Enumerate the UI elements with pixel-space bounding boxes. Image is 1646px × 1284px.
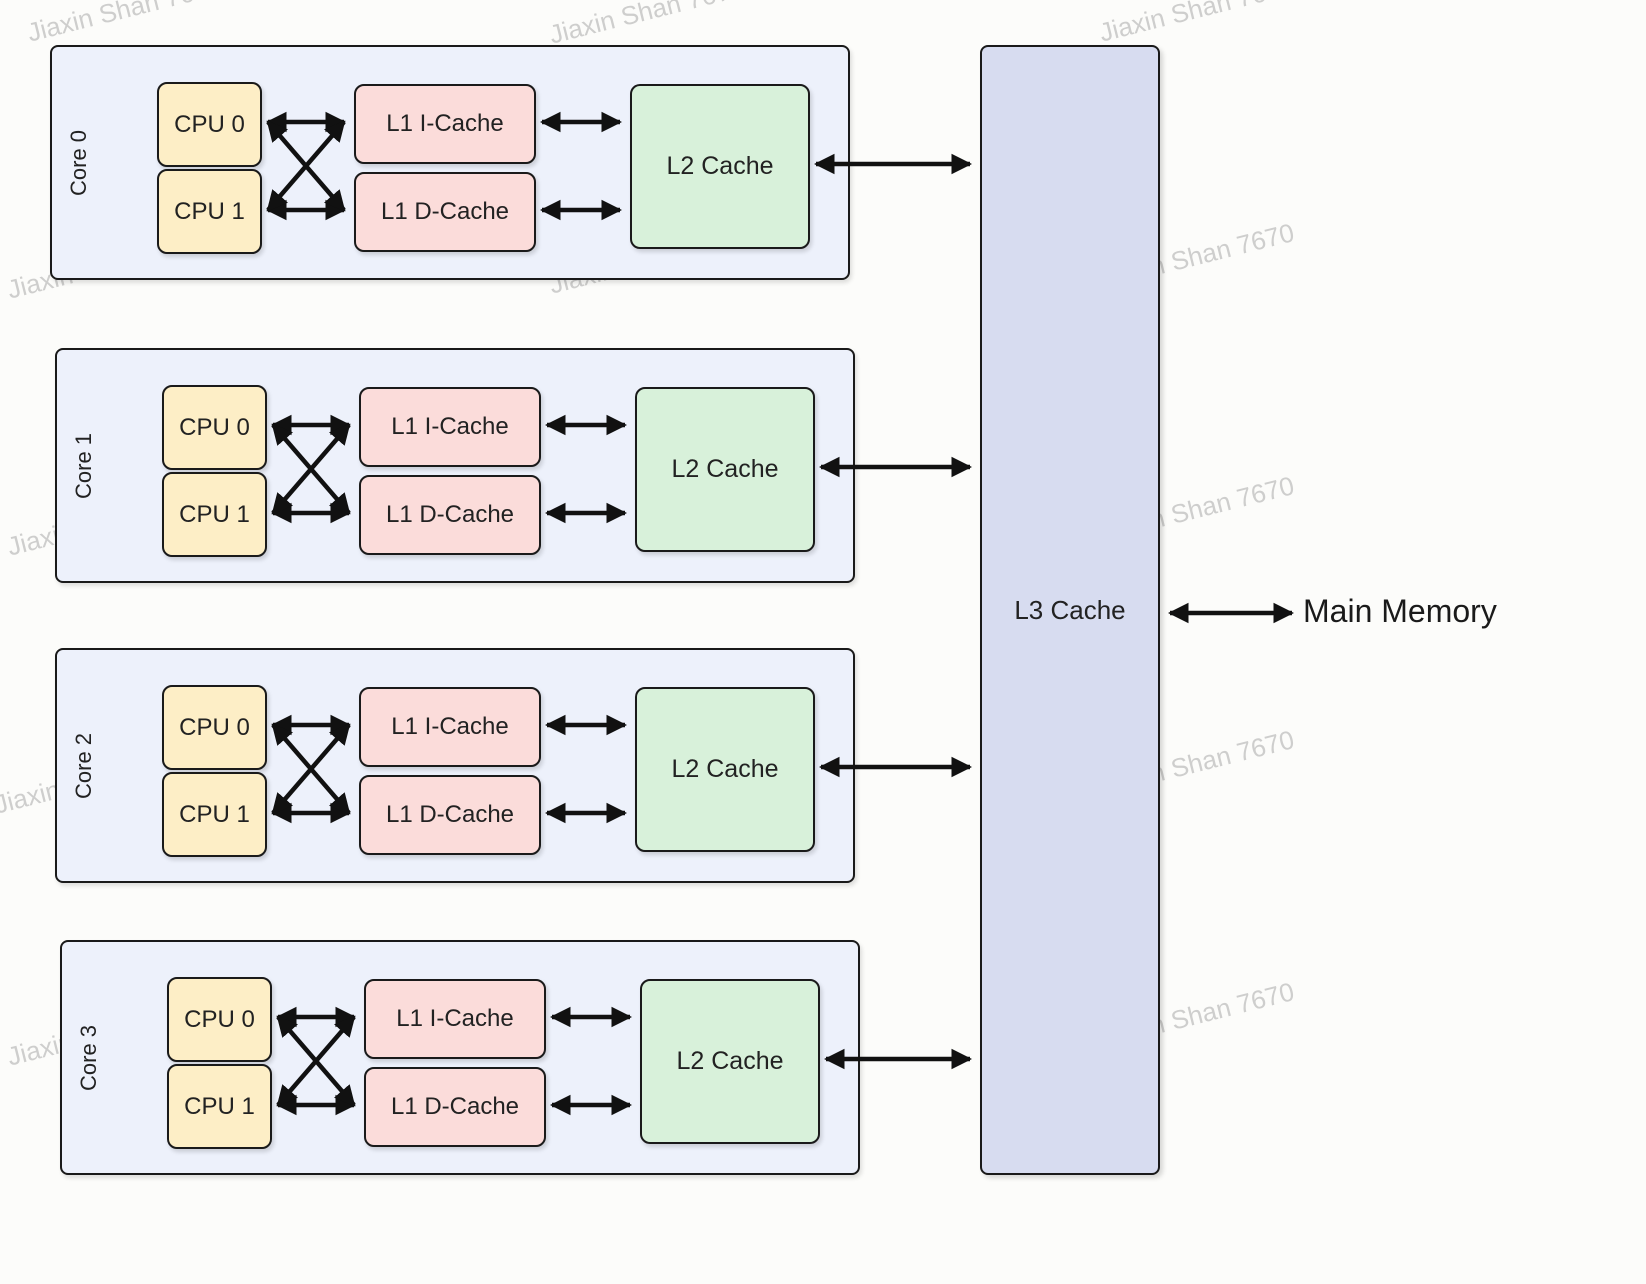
core-0-l1-dcache: L1 D-Cache bbox=[354, 172, 536, 252]
core-2-label: Core 2 bbox=[71, 732, 96, 799]
core-2-l1-dcache: L1 D-Cache bbox=[359, 775, 541, 855]
core-3-l1-icache: L1 I-Cache bbox=[364, 979, 546, 1059]
core-2-cpu-1: CPU 1 bbox=[162, 772, 267, 857]
core-1-label: Core 1 bbox=[71, 432, 96, 499]
core-1-l1-icache: L1 I-Cache bbox=[359, 387, 541, 467]
core-0-l2-cache: L2 Cache bbox=[630, 84, 810, 249]
main-memory-label: Main Memory bbox=[1303, 593, 1497, 630]
core-1-l1-dcache: L1 D-Cache bbox=[359, 475, 541, 555]
watermark: Jiaxin Shan 7670 bbox=[546, 0, 748, 50]
core-1-l2-cache: L2 Cache bbox=[635, 387, 815, 552]
l3-cache-box: L3 Cache bbox=[980, 45, 1160, 1175]
core-0-label: Core 0 bbox=[66, 129, 91, 196]
core-3-label: Core 3 bbox=[76, 1024, 101, 1091]
core-0-l1-icache: L1 I-Cache bbox=[354, 84, 536, 164]
watermark: Jiaxin Shan 7670 bbox=[1096, 0, 1298, 48]
core-0-cpu-0: CPU 0 bbox=[157, 82, 262, 167]
l3-cache-label: L3 Cache bbox=[1014, 594, 1126, 625]
core-3-cpu-0: CPU 0 bbox=[167, 977, 272, 1062]
core-3-l1-dcache: L1 D-Cache bbox=[364, 1067, 546, 1147]
core-3-box: Core 3 CPU 0 CPU 1 L1 I-Cache L1 D-Cache… bbox=[60, 940, 860, 1175]
core-1-cpu-0: CPU 0 bbox=[162, 385, 267, 470]
core-3-cpu-1: CPU 1 bbox=[167, 1064, 272, 1149]
core-2-l2-cache: L2 Cache bbox=[635, 687, 815, 852]
core-1-cpu-1: CPU 1 bbox=[162, 472, 267, 557]
core-0-box: Core 0 CPU 0 CPU 1 L1 I-Cache L1 D-Cache… bbox=[50, 45, 850, 280]
core-2-box: Core 2 CPU 0 CPU 1 L1 I-Cache L1 D-Cache… bbox=[55, 648, 855, 883]
core-3-l2-cache: L2 Cache bbox=[640, 979, 820, 1144]
core-2-l1-icache: L1 I-Cache bbox=[359, 687, 541, 767]
watermark: Jiaxin Shan 7670 bbox=[24, 0, 226, 48]
core-0-cpu-1: CPU 1 bbox=[157, 169, 262, 254]
core-1-box: Core 1 CPU 0 CPU 1 L1 I-Cache L1 D-Cache… bbox=[55, 348, 855, 583]
core-2-cpu-0: CPU 0 bbox=[162, 685, 267, 770]
